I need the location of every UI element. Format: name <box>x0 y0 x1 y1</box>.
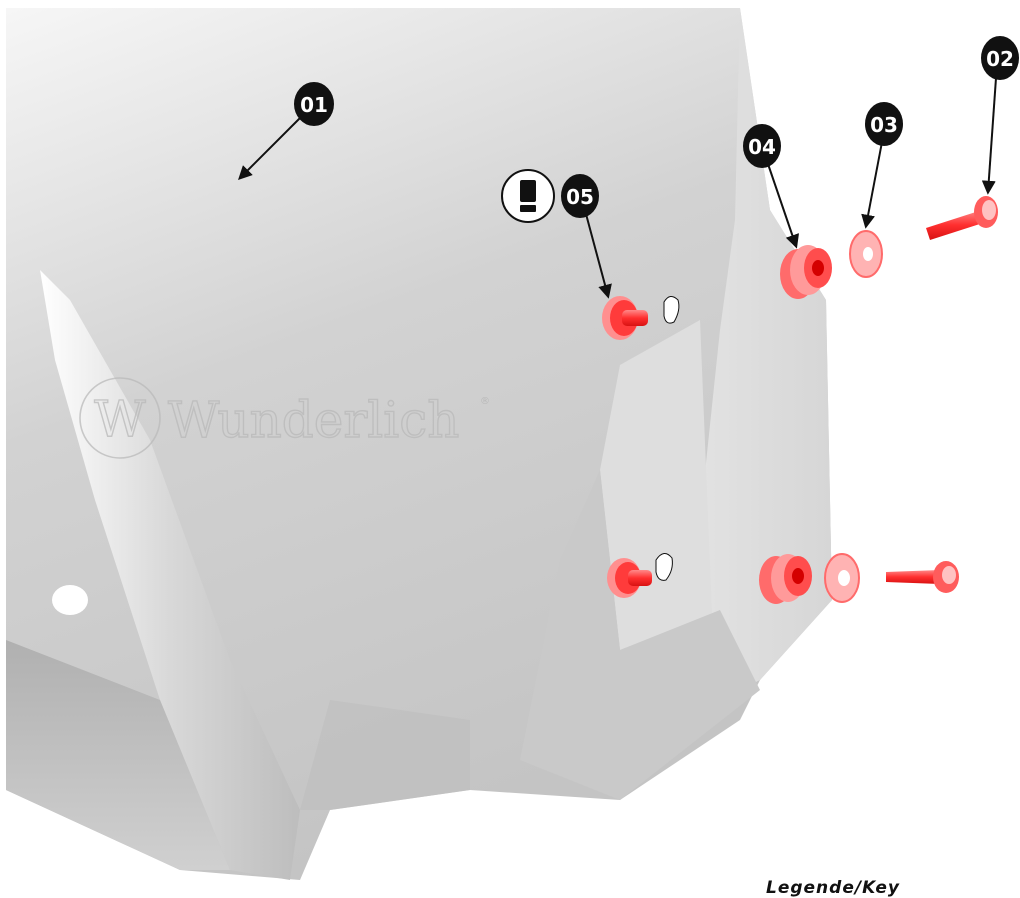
callout-03: 03 <box>865 102 903 146</box>
part-02-screw-bottom <box>886 561 959 593</box>
watermark-registered-mark: ® <box>480 396 490 407</box>
exclamation-icon <box>520 180 536 212</box>
legend-title: Legende/Key <box>766 880 900 897</box>
windshield-bottom-center <box>300 700 470 810</box>
callout-label-01: 01 <box>300 93 328 117</box>
warning-badge <box>502 170 554 222</box>
watermark-text: Wunderlich <box>168 391 459 449</box>
part-03-washer-top <box>850 231 882 277</box>
callout-04: 04 <box>743 124 781 168</box>
watermark-monogram: W <box>94 390 146 448</box>
callout-05: 05 <box>561 174 599 218</box>
mounting-hole-left <box>52 585 88 615</box>
callout-label-03: 03 <box>870 113 898 137</box>
leader-arrow-02 <box>988 78 996 192</box>
callout-label-02: 02 <box>986 47 1014 71</box>
part-03-washer-bottom <box>825 554 859 602</box>
callout-02: 02 <box>981 36 1019 80</box>
leader-arrow-03 <box>866 142 882 226</box>
part-02-screw-top <box>926 196 998 240</box>
callout-label-05: 05 <box>566 185 594 209</box>
callout-01: 01 <box>294 82 334 126</box>
callout-label-04: 04 <box>748 135 776 159</box>
